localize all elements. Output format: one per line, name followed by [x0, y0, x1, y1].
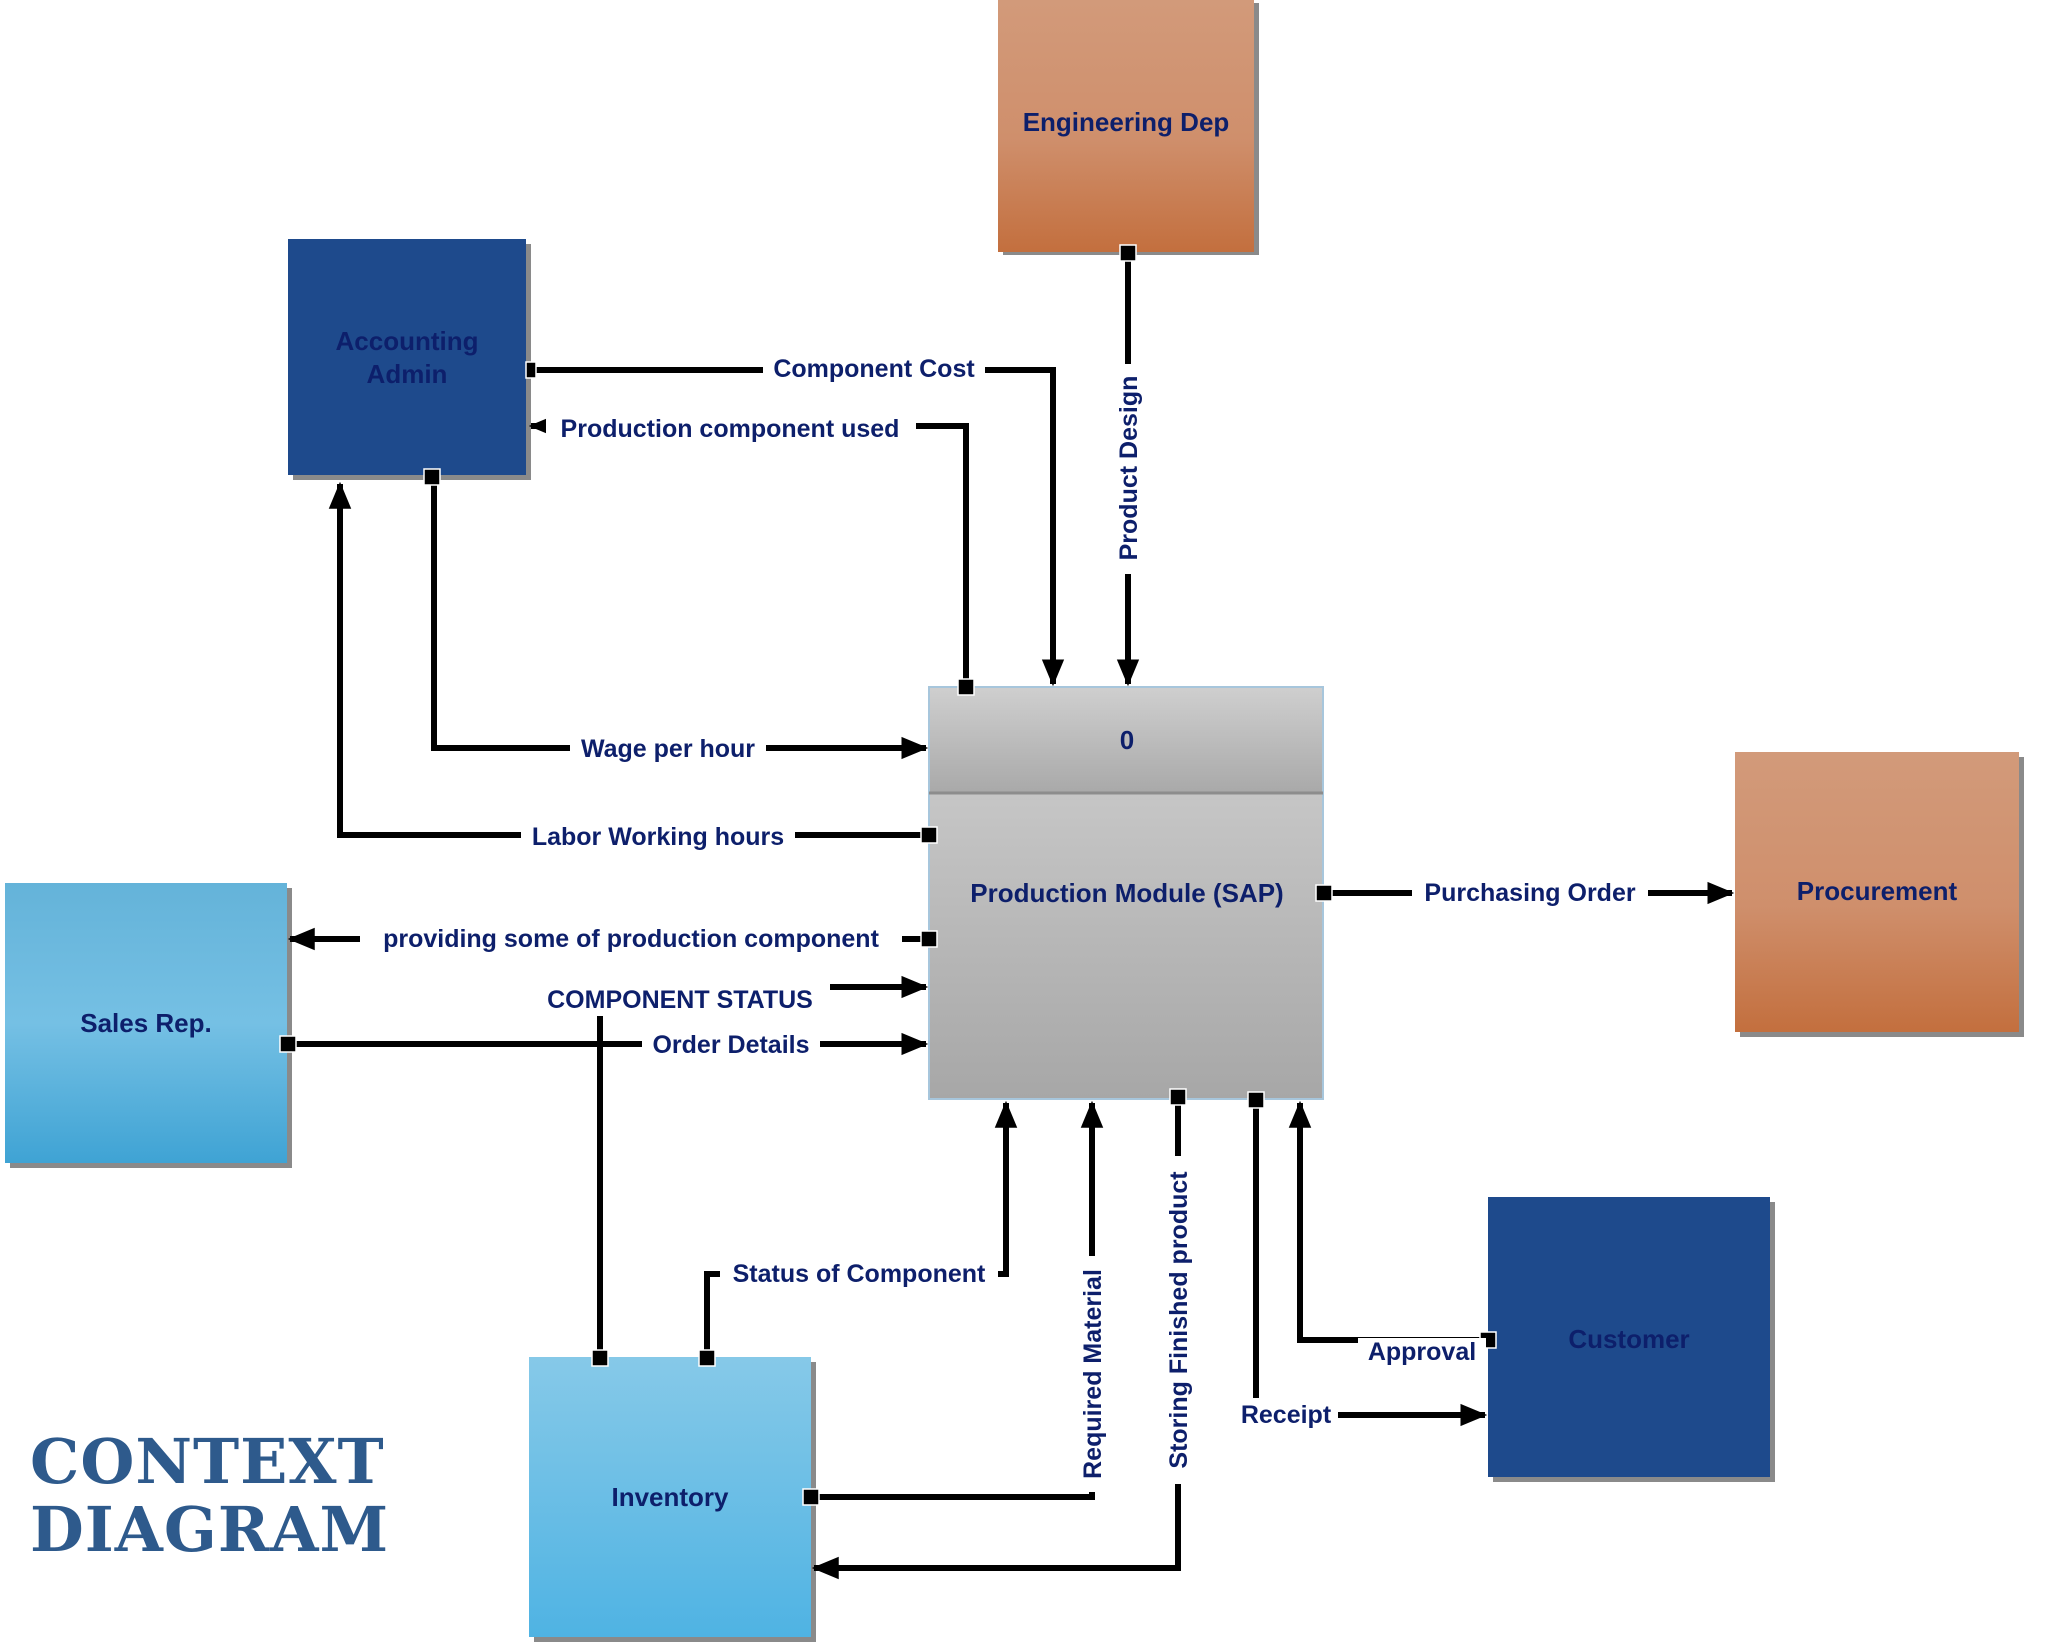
flow-line-required-material [811, 1100, 1104, 1500]
entity-engineering-dep: Engineering Dep [998, 0, 1259, 255]
flow-label-required-material: Required Material [1079, 1269, 1107, 1479]
flow-line-labor-working-hours [328, 481, 929, 838]
flow-label-labor-working-hours: Labor Working hours [532, 823, 784, 851]
flow-line-production-component-used [528, 414, 969, 687]
entity-sales-rep: Sales Rep. [5, 883, 292, 1168]
flow-label-production-component-used: Production component used [561, 415, 900, 443]
entity-inventory-label: Inventory [611, 1482, 729, 1512]
flow-label-component-cost: Component Cost [773, 355, 975, 383]
entity-accounting-label-line2: Admin [367, 359, 448, 389]
diagram-title: CONTEXT DIAGRAM [30, 1428, 389, 1564]
flow-label-wage-per-hour: Wage per hour [581, 735, 755, 763]
flow-label-storing-finished-product: Storing Finished product [1165, 1171, 1193, 1469]
entity-engineering-label: Engineering Dep [1023, 107, 1230, 137]
connector-dots [279, 244, 1497, 1506]
process-name: Production Module (SAP) [970, 878, 1283, 908]
entity-sales-label: Sales Rep. [80, 1008, 212, 1038]
entity-procurement: Procurement [1735, 752, 2024, 1037]
flow-line-wage-per-hour [431, 479, 929, 760]
entity-accounting-label-line1: Accounting [336, 326, 479, 356]
diagram-title-line2: DIAGRAM [30, 1493, 390, 1566]
entity-accounting-admin: Accounting Admin [288, 239, 531, 480]
entity-customer-label: Customer [1568, 1324, 1689, 1354]
process-number: 0 [1120, 725, 1134, 755]
diagram-title-line1: CONTEXT [30, 1425, 385, 1498]
flow-label-status-of-component: Status of Component [733, 1260, 986, 1288]
flow-label-order-details: Order Details [652, 1031, 809, 1059]
flow-label-product-design: Product Design [1115, 376, 1143, 561]
flow-label-receipt: Receipt [1241, 1401, 1332, 1429]
flow-labels: Component Cost Production component used… [360, 353, 1648, 1492]
flow-line-component-cost [531, 367, 1065, 687]
process-production-module: 0 Production Module (SAP) [928, 686, 1324, 1100]
entity-inventory: Inventory [529, 1357, 816, 1642]
flow-label-approval: Approval [1368, 1338, 1476, 1366]
flow-label-component-status: COMPONENT STATUS [547, 986, 813, 1014]
flow-label-providing-components: providing some of production component [383, 925, 879, 953]
flow-label-purchasing-order: Purchasing Order [1424, 879, 1635, 907]
entity-customer: Customer [1488, 1197, 1775, 1482]
entity-procurement-label: Procurement [1797, 876, 1958, 906]
flow-line-approval [1288, 1100, 1488, 1343]
flow-line-status-of-component [704, 1100, 1018, 1357]
